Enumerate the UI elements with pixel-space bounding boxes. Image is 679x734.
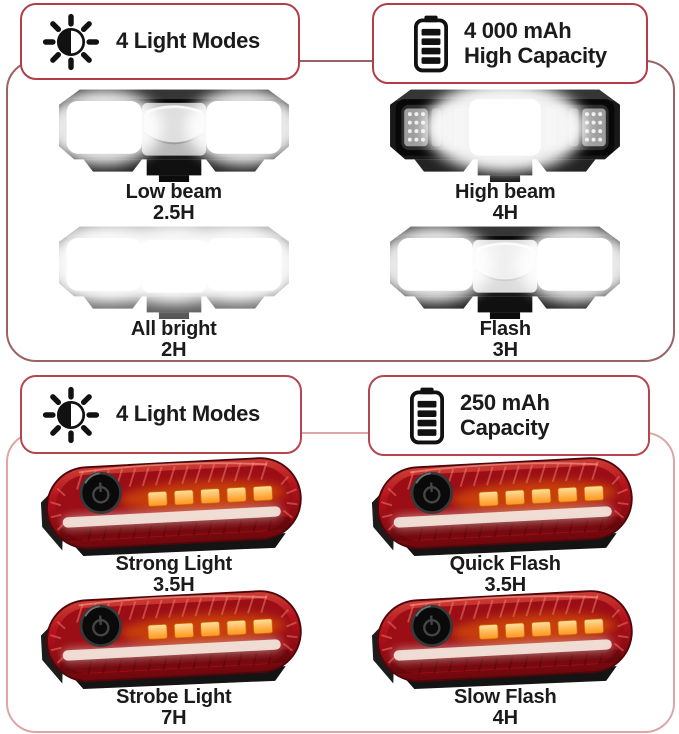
capacity-line2: High Capacity xyxy=(464,42,607,68)
light-caption: Strobe Light 7H xyxy=(116,686,232,729)
battery-icon xyxy=(414,15,448,73)
headlight-image xyxy=(49,221,299,319)
light-mode-label: All bright xyxy=(130,318,217,340)
light-item: Low beam 2.5H xyxy=(49,84,299,224)
light-runtime-label: 7H xyxy=(161,707,187,729)
badge-capacity-taillight: 250 mAh Capacity xyxy=(368,375,650,456)
headlight-image xyxy=(380,84,630,182)
capacity-label: 250 mAh Capacity xyxy=(460,389,550,440)
light-runtime-label: 4H xyxy=(492,707,518,729)
taillight-image xyxy=(31,584,316,695)
light-item: High beam 4H xyxy=(380,84,630,224)
capacity-line1: 4 000 mAh xyxy=(464,17,572,43)
badge-capacity-headlight: 4 000 mAh High Capacity xyxy=(372,3,648,84)
badge-light-modes-headlight: 4 Light Modes xyxy=(20,3,300,80)
light-item: Slow Flash 4H xyxy=(365,591,645,729)
light-caption: Flash 3H xyxy=(480,319,531,361)
light-caption: All bright 2H xyxy=(131,319,217,361)
light-mode-label: High beam xyxy=(455,181,556,203)
light-mode-label: Slow Flash xyxy=(454,686,557,708)
light-caption: High beam 4H xyxy=(455,181,556,224)
sun-icon xyxy=(42,13,100,71)
badge-light-modes-taillight: 4 Light Modes xyxy=(20,375,302,454)
headlight-image xyxy=(380,221,630,319)
capacity-label: 4 000 mAh High Capacity xyxy=(464,17,607,68)
light-mode-label: Quick Flash xyxy=(449,553,561,575)
light-caption: Quick Flash 3.5H xyxy=(450,554,561,596)
light-runtime-label: 3.5H xyxy=(153,574,195,596)
light-runtime-label: 3H xyxy=(492,339,518,361)
taillight-image xyxy=(363,584,648,695)
headlight-modes-grid: Low beam 2.5H High beam 4H xyxy=(8,84,671,361)
sun-icon xyxy=(42,386,100,444)
headlight-image xyxy=(49,84,299,182)
light-item: Flash 3H xyxy=(380,221,630,361)
capacity-line1: 250 mAh xyxy=(460,389,550,415)
light-caption: Strong Light 3.5H xyxy=(115,553,233,596)
light-modes-label: 4 Light Modes xyxy=(116,401,260,427)
light-runtime-label: 2.5H xyxy=(153,202,195,224)
light-mode-label: Strobe Light xyxy=(116,686,232,708)
light-caption: Slow Flash 4H xyxy=(454,686,557,729)
light-mode-label: Low beam xyxy=(125,181,222,203)
light-item: All bright 2H xyxy=(49,221,299,361)
battery-icon xyxy=(410,387,444,445)
light-mode-label: Strong Light xyxy=(115,553,233,575)
light-item: Strobe Light 7H xyxy=(34,591,314,729)
light-modes-label: 4 Light Modes xyxy=(116,28,260,54)
taillight-image xyxy=(31,451,316,562)
light-caption: Low beam 2.5H xyxy=(126,182,222,224)
light-runtime-label: 4H xyxy=(492,202,518,224)
light-runtime-label: 2H xyxy=(161,339,187,361)
light-mode-label: Flash xyxy=(479,318,531,340)
capacity-line2: Capacity xyxy=(460,414,550,440)
light-runtime-label: 3.5H xyxy=(484,574,527,596)
light-item: Quick Flash 3.5H xyxy=(365,458,645,596)
light-item: Strong Light 3.5H xyxy=(34,458,314,596)
taillight-image xyxy=(363,451,648,562)
taillight-modes-grid: Strong Light 3.5H Quick Flash 3.5H xyxy=(8,458,671,729)
